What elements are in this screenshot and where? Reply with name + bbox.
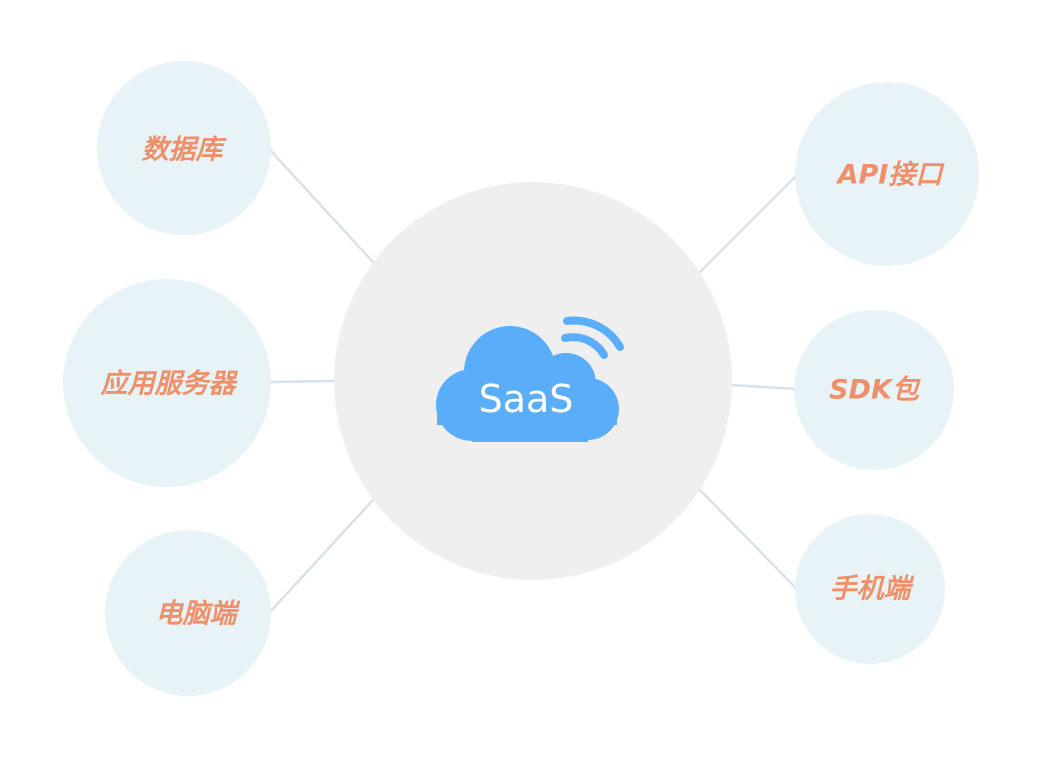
wifi-arcs: [561, 316, 624, 359]
node-sdk: SDK包: [794, 310, 954, 470]
connector-pc-client: [268, 498, 375, 614]
node-app-server: 应用服务器: [63, 279, 271, 487]
node-circle: [105, 530, 271, 696]
node-circle: [63, 279, 271, 487]
connector-mobile: [698, 488, 799, 591]
node-circle: [795, 514, 945, 664]
connectors: [268, 148, 799, 614]
node-mobile: 手机端: [795, 514, 945, 664]
center-label: SaaS: [479, 377, 574, 421]
connector-app-server: [268, 379, 336, 384]
node-label: 应用服务器: [100, 369, 239, 400]
cloud-shape: [436, 326, 619, 442]
node-circle: [794, 310, 954, 470]
cloud-wifi-icon: SaaS: [436, 316, 624, 442]
connector-api: [698, 173, 799, 274]
node-label: 数据库: [142, 135, 228, 166]
node-circle: [795, 82, 979, 266]
node-circle: [97, 61, 271, 235]
node-database: 数据库: [97, 61, 271, 235]
node-label: 电脑端: [156, 599, 241, 630]
node-label: API接口: [836, 160, 946, 191]
connector-database: [268, 148, 375, 264]
node-api: API接口: [795, 82, 979, 266]
connector-sdk: [729, 383, 799, 391]
node-label: SDK包: [829, 375, 921, 406]
node-pc-client: 电脑端: [105, 530, 271, 696]
node-label: 手机端: [830, 574, 915, 605]
